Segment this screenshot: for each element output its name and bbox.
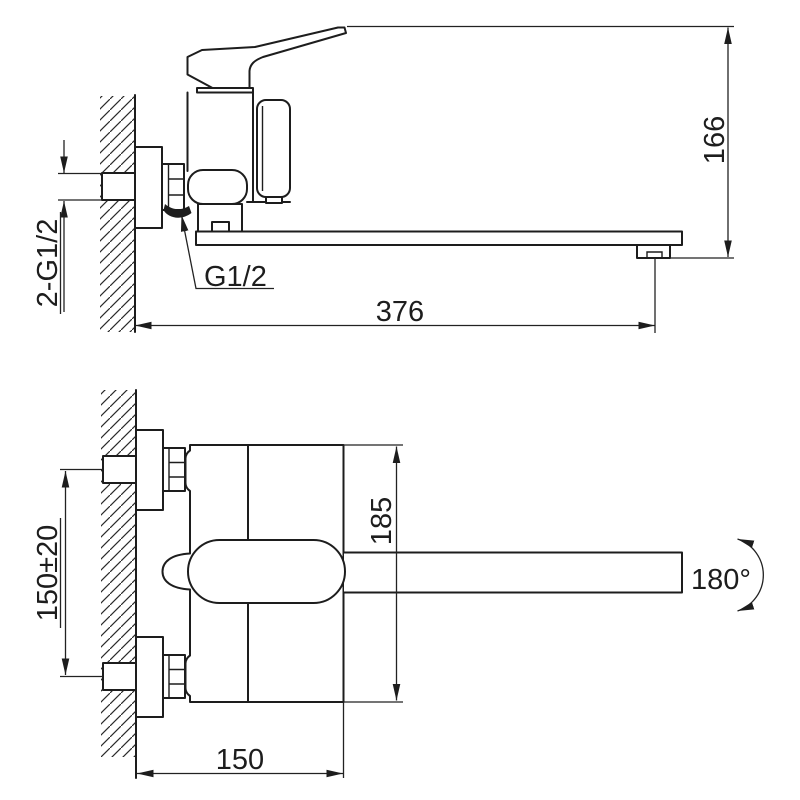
valve-joint bbox=[187, 169, 248, 205]
mounting-nut bbox=[161, 163, 185, 211]
supply-pipe-upper bbox=[102, 455, 137, 484]
wall-flange-upper bbox=[135, 429, 164, 511]
wall-flange-lower bbox=[135, 636, 164, 718]
rotation-arc bbox=[737, 538, 764, 612]
dimension-reach: 376 bbox=[135, 258, 656, 333]
mounting-upper bbox=[102, 429, 186, 511]
dim-label-height: 166 bbox=[699, 116, 731, 164]
handle-capsule bbox=[187, 539, 346, 604]
swivel-angle: 180° bbox=[691, 538, 764, 612]
mounting-lower bbox=[102, 636, 186, 718]
spout-outlet-inner bbox=[646, 251, 663, 258]
hub-notch bbox=[211, 221, 230, 232]
dimension-pipe-spacing: 150±20 bbox=[32, 468, 103, 678]
dim-label-reach: 376 bbox=[376, 296, 424, 328]
diverter-foot bbox=[265, 196, 283, 204]
dimension-connections: 2-G1/2 bbox=[32, 140, 102, 314]
mounting-nut-upper bbox=[162, 447, 186, 492]
spout-front bbox=[344, 551, 683, 594]
dimension-height: 166 bbox=[347, 25, 734, 259]
supply-pipe-lower bbox=[102, 662, 137, 691]
faucet-body-side bbox=[186, 26, 683, 259]
wall-hatch-front bbox=[101, 390, 136, 757]
lever-handle bbox=[186, 26, 347, 89]
mounting-nut-lower bbox=[162, 654, 186, 699]
front-view: 185 150±20 150 180° bbox=[32, 389, 764, 779]
wall-hatch bbox=[100, 96, 135, 332]
dim-label-thread: G1/2 bbox=[204, 261, 267, 293]
wall-flange bbox=[134, 146, 163, 229]
spout-side bbox=[195, 230, 683, 246]
dimension-width: 150 bbox=[137, 702, 345, 778]
dim-label-connections: 2-G1/2 bbox=[32, 219, 64, 308]
label-thread: G1/2 bbox=[180, 214, 274, 293]
thread-seal bbox=[163, 204, 192, 218]
dim-label-width: 150 bbox=[216, 744, 264, 776]
dim-label-swivel: 180° bbox=[691, 564, 751, 596]
dim-label-body-height: 185 bbox=[366, 497, 398, 545]
supply-pipe bbox=[101, 172, 136, 201]
dim-label-pipe-spacing: 150±20 bbox=[32, 525, 64, 622]
side-view: 166 376 2-G1/2 G1/2 bbox=[32, 25, 734, 333]
dimension-body-height: 185 bbox=[343, 444, 403, 703]
